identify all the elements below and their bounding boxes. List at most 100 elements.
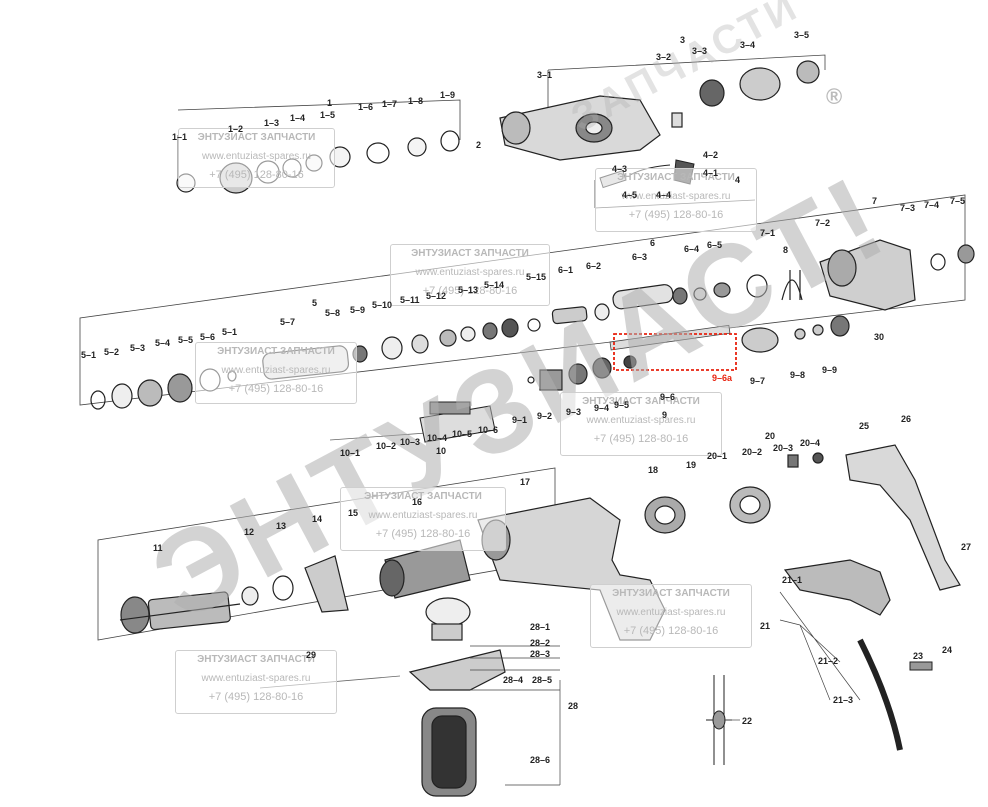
- rear-handle: [783, 444, 961, 751]
- part-label: 1–3: [264, 118, 280, 128]
- stamp-name: ЭНТУЗИАСТ ЗАПЧАСТИ: [617, 172, 735, 183]
- part-label: 5–15: [526, 272, 547, 282]
- part-label: 10–5: [452, 429, 473, 439]
- part-label: 10–4: [427, 433, 448, 443]
- part-label: 17: [520, 477, 531, 487]
- part-label: 28–1: [530, 622, 551, 632]
- part-label: 3: [680, 35, 686, 45]
- watermark-stamp: ЭНТУЗИАСТ ЗАПЧАСТИ www.entuziast-spares.…: [595, 168, 757, 232]
- part-label: 4–4: [656, 190, 672, 200]
- part-label: 28–4: [503, 675, 524, 685]
- part-label: 2: [476, 140, 482, 150]
- stamp-site: www.entuziast-spares.ru: [368, 510, 478, 521]
- part-label: 5–12: [426, 291, 447, 301]
- part-label: 4–3: [612, 164, 628, 174]
- watermark-stamp: ЭНТУЗИАСТ ЗАПЧАСТИ www.entuziast-spares.…: [560, 392, 722, 456]
- part-label: 5–11: [400, 295, 420, 305]
- part-label: 7–4: [924, 200, 940, 210]
- part-label: 6–1: [558, 265, 574, 275]
- part-label: 1–4: [290, 113, 306, 123]
- side-handle: [408, 597, 506, 797]
- part-label: 1–1: [172, 132, 188, 142]
- part-label: 1–5: [320, 110, 336, 120]
- part-label: 5–1: [81, 350, 97, 360]
- part-label: 5–9: [350, 305, 366, 315]
- watermark-stamp: ЭНТУЗИАСТ ЗАПЧАСТИ www.entuziast-spares.…: [195, 342, 357, 404]
- part-label: 5–4: [155, 338, 171, 348]
- part-label: 6–2: [586, 261, 602, 271]
- part-label: 5–3: [130, 343, 146, 353]
- stamp-site: www.entuziast-spares.ru: [415, 267, 525, 278]
- leader-lines: [470, 591, 861, 786]
- part-label: 22: [742, 716, 753, 726]
- highlight-box-9-6a: [613, 333, 737, 371]
- stamp-phone: +7 (495) 128-80-16: [209, 169, 304, 181]
- part-label: 24: [942, 645, 953, 655]
- brush-parts: [644, 452, 824, 534]
- part-label: 15: [348, 508, 359, 518]
- stamp-phone: +7 (495) 128-80-16: [208, 691, 304, 703]
- part-10-carrier: [419, 401, 496, 443]
- part-label: 20–4: [800, 438, 821, 448]
- part-label: 20: [765, 431, 776, 441]
- part-label: 1–2: [228, 124, 244, 134]
- part-label: 5–5: [178, 335, 194, 345]
- part-label: 11: [153, 543, 163, 553]
- stamp-name: ЭНТУЗИАСТ ЗАПЧАСТИ: [197, 654, 315, 665]
- watermark-stamp: ЭНТУЗИАСТ ЗАПЧАСТИ www.entuziast-spares.…: [390, 244, 550, 306]
- part-label: 10–2: [376, 441, 397, 451]
- part-label: 6–5: [707, 240, 723, 250]
- part-label: 28–3: [530, 649, 551, 659]
- stamp-phone: +7 (495) 128-80-16: [228, 383, 324, 395]
- part-label: 1–8: [408, 96, 424, 106]
- part-label: 19: [686, 460, 697, 470]
- stamp-site: www.entuziast-spares.ru: [621, 191, 731, 202]
- part-label: 5–8: [325, 308, 341, 318]
- part-label: 5–13: [458, 285, 479, 295]
- part-label: 6: [650, 238, 656, 248]
- part-label: 10: [436, 446, 447, 456]
- part-label: 5–7: [280, 317, 296, 327]
- part-label: 10–6: [478, 425, 499, 435]
- part-label: 5: [312, 298, 318, 308]
- stamp-site: www.entuziast-spares.ru: [586, 415, 696, 426]
- part-label: 9–7: [750, 376, 766, 386]
- part-label: 27: [961, 542, 972, 552]
- part-label: 9–4: [594, 403, 610, 413]
- part-label: 4: [735, 175, 741, 185]
- watermark-stamp: ЭНТУЗИАСТ ЗАПЧАСТИ www.entuziast-spares.…: [590, 584, 752, 648]
- part-label: 9–3: [566, 407, 582, 417]
- part-label: 23: [913, 651, 924, 661]
- part-label: 16: [412, 497, 423, 507]
- highlighted-part-label: 9–6a: [712, 373, 733, 383]
- part-label: 10–3: [400, 437, 421, 447]
- part-label: 21–3: [833, 695, 854, 705]
- stamp-site: www.entuziast-spares.ru: [202, 151, 311, 162]
- part-label: 4–2: [703, 150, 719, 160]
- stamp-name: ЭНТУЗИАСТ ЗАПЧАСТИ: [411, 248, 529, 259]
- stamp-name: ЭНТУЗИАСТ ЗАПЧАСТИ: [364, 491, 482, 502]
- motor-parts: [119, 539, 471, 634]
- part-label: 3–3: [692, 46, 708, 56]
- part-label: 3–2: [656, 52, 672, 62]
- stamp-phone: +7 (495) 128-80-16: [422, 285, 518, 297]
- stamp-phone: +7 (495) 128-80-16: [375, 528, 471, 540]
- part-label: 5–10: [372, 300, 393, 310]
- watermark-stamp: ЭНТУЗИАСТ ЗАПЧАСТИ www.entuziast-spares.…: [178, 128, 335, 188]
- watermark-stamp: ЭНТУЗИАСТ ЗАПЧАСТИ www.entuziast-spares.…: [175, 650, 337, 714]
- part-9-series: [527, 315, 850, 391]
- part-label: 20–3: [773, 443, 794, 453]
- part-label: 6–3: [632, 252, 648, 262]
- part-label: 28–5: [532, 675, 553, 685]
- stamp-site: www.entuziast-spares.ru: [221, 365, 331, 376]
- part-label: 10–1: [340, 448, 361, 458]
- stamp-phone: +7 (495) 128-80-16: [628, 209, 724, 221]
- part-3-housing: [499, 60, 820, 161]
- part-label: 9: [662, 410, 668, 420]
- stamp-phone: +7 (495) 128-80-16: [623, 625, 719, 637]
- part-label: 9–6: [660, 392, 676, 402]
- part-label: 13: [276, 521, 287, 531]
- part-label: 9–1: [512, 415, 528, 425]
- part-label: 21–2: [818, 656, 839, 666]
